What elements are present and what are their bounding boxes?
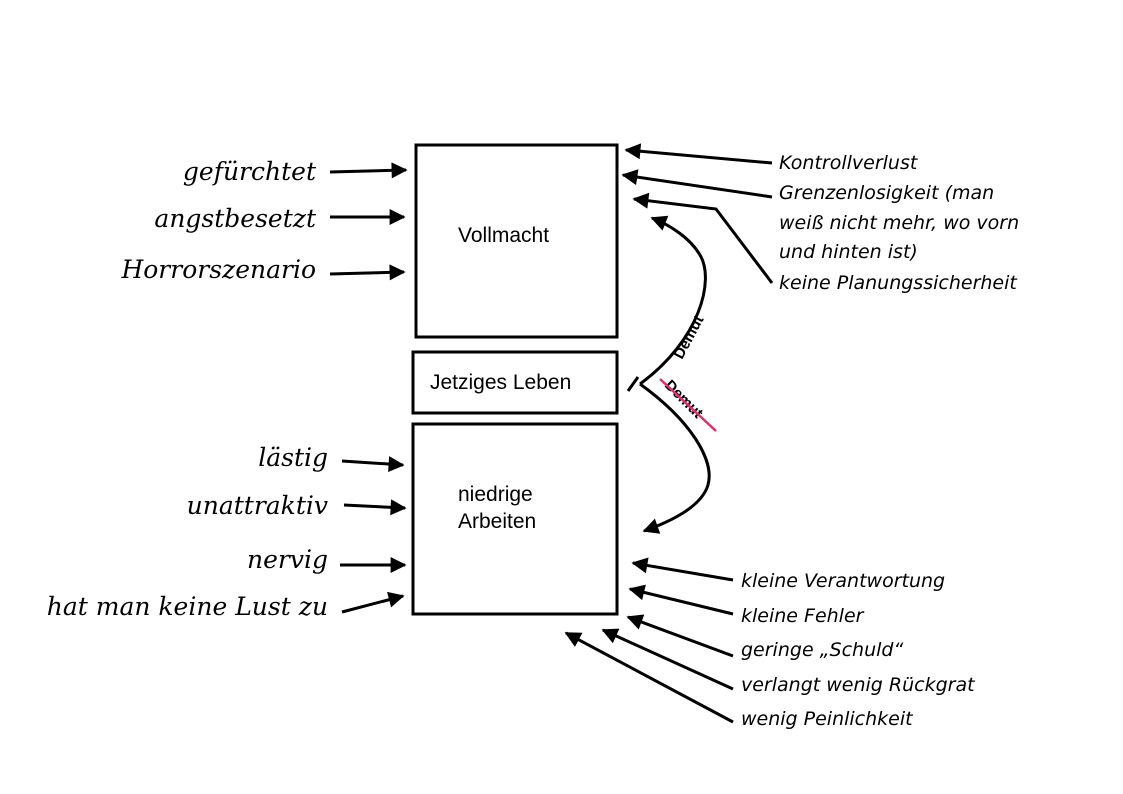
box-niedrige-arbeiten [411,422,619,616]
right-label-peinlichkeit: wenig Peinlichkeit [741,708,914,730]
arrow-peinlichkeit [564,631,734,724]
right-label-verantwortung: kleine Verantwortung [741,570,945,592]
arrow-horrorszenario [329,264,406,281]
box-label-niedrige: niedrige [458,483,533,506]
right-label-rueckgrat: verlangt wenig Rückgrat [741,674,976,696]
arrow-keine-lust [341,591,405,614]
curve-origin-tick [626,376,640,392]
left-label-keine-lust: hat man keine Lust zu [47,592,328,621]
arrow-laestig [341,456,405,473]
curve-label-strikethrough [659,378,717,432]
curve-label-demut-upper: Demut [671,313,708,362]
box-label-jetziges-leben: Jetziges Leben [430,371,571,394]
arrow-unattraktiv [343,499,407,516]
box-jetziges-leben [411,350,619,415]
right-label-planungssicherheit: keine Planungssicherheit [779,272,1018,294]
left-label-gefuerchtet: gefürchtet [183,157,317,186]
right-label-grenzenlosigkeit-2: weiß nicht mehr, wo vorn [779,212,1019,234]
arrow-rueckgrat [601,628,734,691]
right-label-schuld: geringe „Schuld“ [741,639,903,661]
box-label-arbeiten: Arbeiten [458,510,536,533]
curve-demut-up [639,215,707,386]
arrow-kleine-fehler [628,584,734,616]
arrow-kontrollverlust [624,143,773,165]
box-vollmacht [414,143,619,339]
right-label-grenzenlosigkeit-1: Grenzenlosigkeit (man [779,182,994,204]
right-label-kontrollverlust: Kontrollverlust [779,152,919,174]
arrow-gefuerchtet [329,162,408,179]
left-label-angstbesetzt: angstbesetzt [154,204,317,233]
arrow-schuld [626,614,734,658]
curve-demut-down [639,382,711,534]
arrow-verantwortung [631,557,734,582]
left-label-unattraktiv: unattraktiv [187,491,328,520]
right-label-kleine-fehler: kleine Fehler [741,605,865,627]
box-label-vollmacht: Vollmacht [458,224,549,247]
arrow-grenzenlosigkeit [621,169,773,199]
arrow-planungssicherheit [632,192,774,284]
left-label-nervig: nervig [247,545,328,574]
left-label-horrorszenario: Horrorszenario [120,255,316,284]
right-label-grenzenlosigkeit-3: und hinten ist) [779,241,918,263]
left-label-laestig: lästig [258,443,328,472]
